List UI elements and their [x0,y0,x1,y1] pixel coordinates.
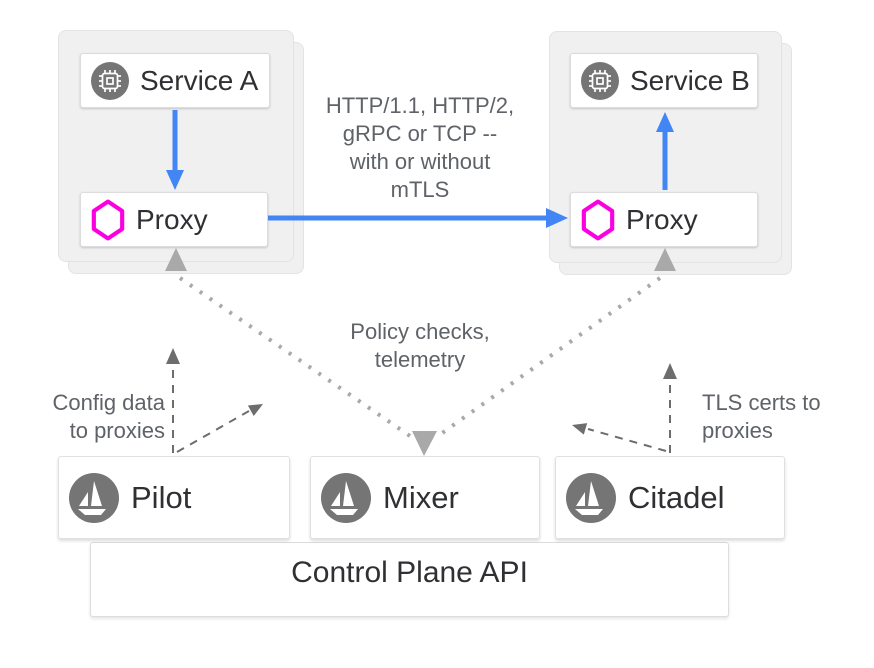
proxy-left-label: Proxy [136,203,208,235]
mixer-box: Mixer [310,456,540,539]
dashed-arrow-pilot-up [166,348,180,453]
service-a-box: Service A [80,53,270,108]
istio-sail-icon [69,472,119,523]
dashed-arrow-citadel-up [663,363,677,453]
policy-telemetry-note: Policy checks, telemetry [350,319,490,372]
proxy-right-label: Proxy [626,203,698,235]
proxy-left-box: Proxy [80,192,268,247]
mixer-arrowhead [412,431,437,456]
dashed-arrow-citadel-diagonal [572,423,667,452]
proxy-right-box: Proxy [570,192,758,247]
service-b-label: Service B [630,64,750,96]
traffic-note: HTTP/1.1, HTTP/2, gRPC or TCP -- with or… [325,93,515,202]
control-plane-api-box: Control Plane API [90,542,729,617]
pilot-label: Pilot [131,479,192,515]
config-data-note: Config data to proxies [52,390,165,443]
control-plane-api-label: Control Plane API [291,556,528,589]
arrow-proxy-to-proxy [268,208,568,228]
dashed-arrow-pilot-diagonal [176,404,263,453]
mixer-label: Mixer [383,479,459,515]
istio-sail-icon [321,472,371,523]
tls-certs-note: TLS certs to proxies [702,390,821,443]
istio-sail-icon [566,472,616,523]
magenta-hexagon-icon [581,199,615,240]
cpu-chip-icon [91,61,129,100]
citadel-box: Citadel [555,456,785,539]
citadel-label: Citadel [628,479,725,515]
magenta-hexagon-icon [91,199,125,240]
cpu-chip-icon [581,61,619,100]
pilot-box: Pilot [58,456,290,539]
service-a-label: Service A [140,64,259,96]
service-b-box: Service B [570,53,758,108]
